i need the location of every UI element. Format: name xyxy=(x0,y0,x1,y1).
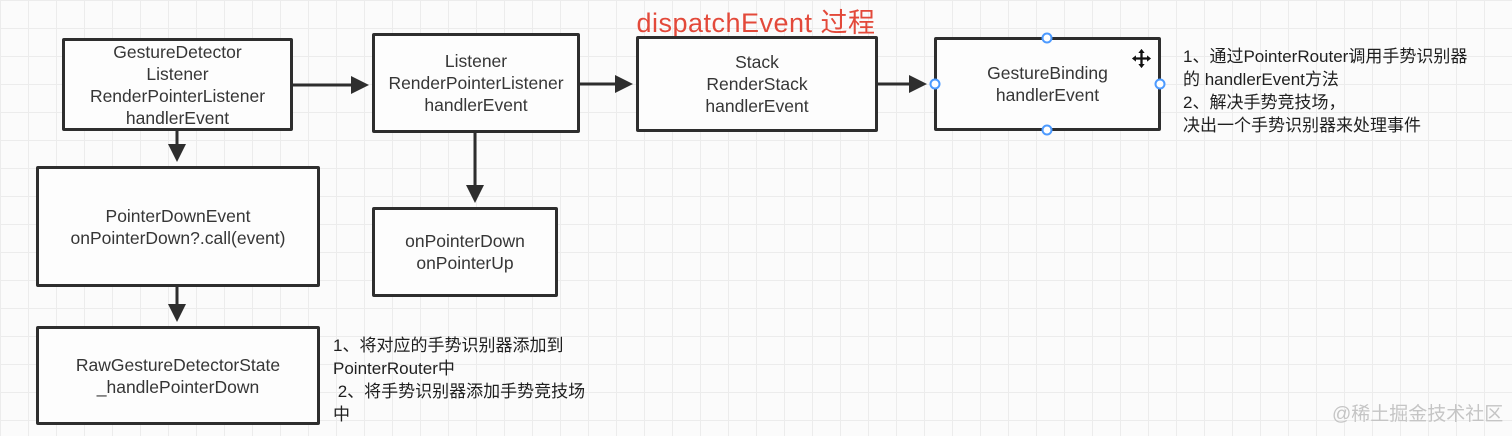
node-pointer-down-event[interactable]: PointerDownEvent onPointerDown?.call(eve… xyxy=(36,166,320,287)
node-text-line: GestureDetector xyxy=(113,41,242,62)
note-raw-gesture: 1、将对应的手势识别器添加到 PointerRouter中 2、将手势识别器添加… xyxy=(333,334,585,426)
node-text-line: RawGestureDetectorState xyxy=(75,354,281,375)
node-text-line: RenderPointerListener xyxy=(89,85,266,106)
node-text-line: onPointerDown?.call(event) xyxy=(70,227,286,248)
node-listener[interactable]: Listener RenderPointerListener handlerEv… xyxy=(372,33,580,133)
selection-handle-right[interactable] xyxy=(1154,78,1166,90)
node-gesture-binding[interactable]: GestureBinding handlerEvent xyxy=(934,37,1161,131)
note-line: 1、将对应的手势识别器添加到 xyxy=(333,336,564,355)
watermark: @稀土掘金技术社区 xyxy=(1332,404,1504,425)
node-text-line: Stack xyxy=(735,52,779,72)
node-text-line: RenderPointerListener xyxy=(388,73,564,93)
node-on-pointer[interactable]: onPointerDown onPointerUp xyxy=(372,207,558,297)
note-gesture-binding: 1、通过PointerRouter调用手势识别器 的 handlerEvent方… xyxy=(1183,45,1467,137)
node-gesture-detector[interactable]: GestureDetector Listener RenderPointerLi… xyxy=(62,38,293,131)
node-text-line: Listener xyxy=(444,51,508,71)
node-raw-gesture-detector[interactable]: RawGestureDetectorState _handlePointerDo… xyxy=(36,326,320,425)
node-text-line: _handlePointerDown xyxy=(96,376,260,397)
node-text-line: PointerDownEvent xyxy=(105,205,251,226)
note-line: 中 xyxy=(333,405,350,424)
selection-handle-bottom[interactable] xyxy=(1041,124,1053,136)
diagram-title: dispatchEvent 过程 xyxy=(636,8,876,38)
note-line: 决出一个手势识别器来处理事件 xyxy=(1183,116,1421,135)
selection-handle-left[interactable] xyxy=(929,78,941,90)
node-text-line: handlerEvent xyxy=(125,107,230,128)
node-text-line: onPointerDown xyxy=(405,231,525,251)
node-text-line: Listener xyxy=(146,63,209,84)
note-line: 的 handlerEvent方法 xyxy=(1183,70,1339,89)
node-stack[interactable]: Stack RenderStack handlerEvent xyxy=(636,36,878,132)
move-cursor-icon xyxy=(1130,47,1153,70)
node-text-line: handlerEvent xyxy=(705,96,809,116)
note-line: PointerRouter中 xyxy=(333,359,455,378)
selection-handle-top[interactable] xyxy=(1041,32,1053,44)
note-line: 2、解决手势竞技场， xyxy=(1183,93,1346,112)
note-line: 2、将手势识别器添加手势竞技场 xyxy=(333,382,586,401)
node-text-line: handlerEvent xyxy=(995,85,1100,105)
node-text-line: GestureBinding xyxy=(987,63,1108,83)
node-text-line: handlerEvent xyxy=(424,95,528,115)
node-text-line: RenderStack xyxy=(706,74,808,94)
node-text-line: onPointerUp xyxy=(416,253,514,273)
note-line: 1、通过PointerRouter调用手势识别器 xyxy=(1183,47,1468,66)
